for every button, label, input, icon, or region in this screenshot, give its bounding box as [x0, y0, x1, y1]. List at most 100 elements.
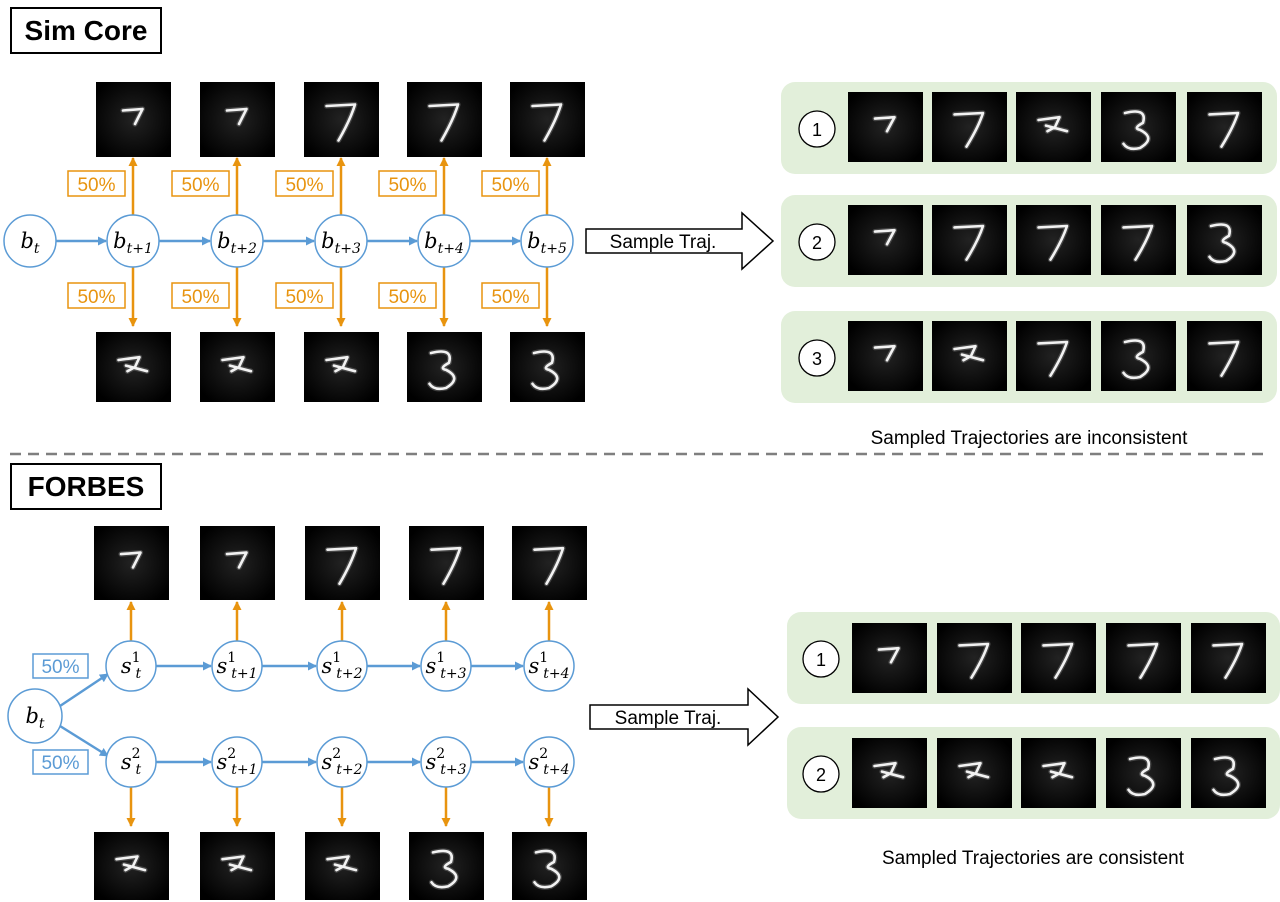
state-node — [211, 736, 263, 788]
trajectory-number-circle — [802, 640, 840, 678]
simcore-title: Sim Core — [25, 15, 148, 46]
root-belief-node — [7, 688, 63, 744]
probability-label: 50% — [67, 282, 126, 309]
trajectory-frame — [937, 623, 1012, 693]
belief-node — [520, 214, 574, 268]
simcore-branch-arrows: 50%50%50%50%50%50%50%50%50%50% — [67, 157, 552, 327]
belief-node-label: bt+2 — [217, 229, 257, 257]
trajectory-frame — [1101, 321, 1176, 391]
trajectory-panel: 2 — [787, 727, 1280, 819]
simcore-title-box — [10, 7, 162, 54]
digit-image — [200, 82, 275, 157]
digit-image — [510, 82, 585, 157]
trajectory-frame — [1187, 321, 1262, 391]
trajectory-frame — [937, 738, 1012, 808]
digit-image — [200, 332, 275, 402]
forbes-title: FORBES — [28, 471, 145, 502]
trajectory-frame — [848, 92, 923, 162]
state-node — [523, 736, 575, 788]
belief-node-label: bt — [20, 229, 39, 257]
belief-node — [106, 214, 160, 268]
split-arrow — [59, 724, 109, 758]
digit-image — [512, 832, 587, 900]
forbes-sample-arrow: Sample Traj. — [589, 687, 780, 747]
state-node — [316, 640, 368, 692]
digit-image — [407, 332, 482, 402]
trajectory-frame — [848, 205, 923, 275]
forbes-caption: Sampled Trajectories are consistent — [882, 848, 1185, 869]
belief-node — [314, 214, 368, 268]
forbes-top-images — [94, 526, 587, 600]
svg-text:50%: 50% — [388, 175, 426, 196]
svg-text:50%: 50% — [491, 175, 529, 196]
belief-node-label: bt+3 — [321, 229, 361, 257]
trajectory-frame — [1016, 205, 1091, 275]
svg-text:50%: 50% — [181, 287, 219, 308]
svg-text:50%: 50% — [77, 175, 115, 196]
trajectory-panel: 1 — [787, 612, 1280, 704]
digit-image — [304, 82, 379, 157]
trajectory-panel: 2 — [781, 195, 1277, 287]
forbes-sample-label: Sample Traj. — [615, 708, 722, 729]
probability-label: 50% — [378, 170, 437, 197]
trajectory-frame — [1021, 738, 1096, 808]
simcore-section: Sim Core 50%50%50%50%50%50%50%50%50%50% … — [3, 7, 1277, 449]
simcore-sample-label: Sample Traj. — [610, 232, 717, 253]
trajectory-number: 2 — [816, 765, 826, 785]
state-node — [316, 736, 368, 788]
state-node — [211, 640, 263, 692]
trajectory-frame — [1191, 623, 1266, 693]
probability-label: 50% — [275, 282, 334, 309]
belief-node — [210, 214, 264, 268]
trajectory-panel: 3 — [781, 311, 1277, 403]
trajectory-number-circle — [798, 110, 836, 148]
trajectory-frame — [848, 321, 923, 391]
trajectory-frame — [932, 321, 1007, 391]
svg-text:50%: 50% — [285, 175, 323, 196]
digit-image — [512, 526, 587, 600]
forbes-trajectories: 12 — [787, 612, 1280, 819]
digit-image — [304, 332, 379, 402]
trajectory-frame — [1187, 92, 1262, 162]
trajectory-frame — [1191, 738, 1266, 808]
simcore-caption: Sampled Trajectories are inconsistent — [871, 428, 1189, 449]
simcore-top-images — [96, 82, 585, 157]
state-node — [420, 640, 472, 692]
trajectory-number: 2 — [812, 233, 822, 253]
svg-text:50%: 50% — [285, 287, 323, 308]
root-belief-label: bt — [25, 704, 44, 732]
state-node — [523, 640, 575, 692]
digit-image — [200, 832, 275, 900]
belief-node-label: bt+1 — [113, 229, 153, 257]
trajectory-number: 1 — [812, 120, 822, 140]
trajectory-frame — [1106, 623, 1181, 693]
state-node — [105, 640, 157, 692]
probability-label: 50% — [171, 282, 230, 309]
trajectory-frame — [1021, 623, 1096, 693]
svg-text:50%: 50% — [491, 287, 529, 308]
trajectory-frame — [1016, 92, 1091, 162]
digit-image — [409, 526, 484, 600]
digit-image — [94, 832, 169, 900]
trajectory-number: 1 — [816, 650, 826, 670]
probability-label: 50% — [32, 749, 89, 775]
svg-text:50%: 50% — [77, 287, 115, 308]
trajectory-frame — [1101, 205, 1176, 275]
simcore-trajectories: 1 2 3 — [781, 82, 1277, 403]
forbes-bottom-images — [94, 832, 587, 900]
trajectory-frame — [1106, 738, 1181, 808]
probability-label: 50% — [32, 653, 89, 679]
digit-image — [96, 82, 171, 157]
